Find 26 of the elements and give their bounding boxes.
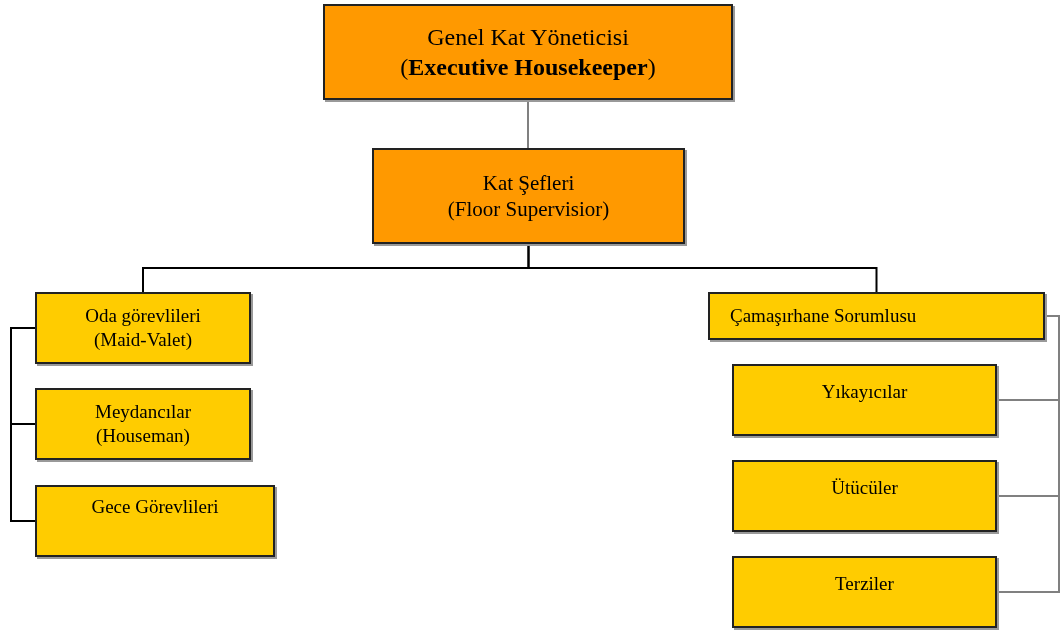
connector-line bbox=[996, 315, 1060, 593]
org-box bbox=[35, 388, 251, 460]
org-box bbox=[35, 292, 251, 364]
role-title: Terziler bbox=[835, 572, 894, 596]
connector-line bbox=[527, 243, 878, 293]
role-subtitle: (Executive Housekeeper) bbox=[400, 53, 656, 82]
org-box bbox=[732, 460, 997, 532]
org-box bbox=[35, 485, 275, 557]
role-title: Kat Şefleri bbox=[482, 169, 575, 196]
role-subtitle: (Floor Supervisior) bbox=[447, 196, 610, 223]
org-box bbox=[732, 364, 997, 436]
role-title: Çamaşırhane Sorumlusu bbox=[730, 304, 917, 328]
role-title: Ütücüler bbox=[831, 476, 898, 500]
role-title: Oda görevlileri bbox=[85, 304, 201, 328]
role-title: Meydancılar bbox=[95, 400, 191, 424]
org-box bbox=[708, 292, 1045, 340]
role-title: Gece Görevlileri bbox=[91, 495, 219, 519]
org-box bbox=[323, 4, 733, 100]
org-box bbox=[372, 148, 685, 244]
connector-line bbox=[10, 327, 36, 522]
role-title: Genel Kat Yöneticisi bbox=[427, 23, 629, 52]
role-title: Yıkayıcılar bbox=[821, 380, 908, 404]
role-subtitle: (Maid-Valet) bbox=[93, 328, 193, 352]
org-box bbox=[732, 556, 997, 628]
connector-line bbox=[527, 99, 529, 149]
role-subtitle: (Houseman) bbox=[96, 424, 190, 448]
